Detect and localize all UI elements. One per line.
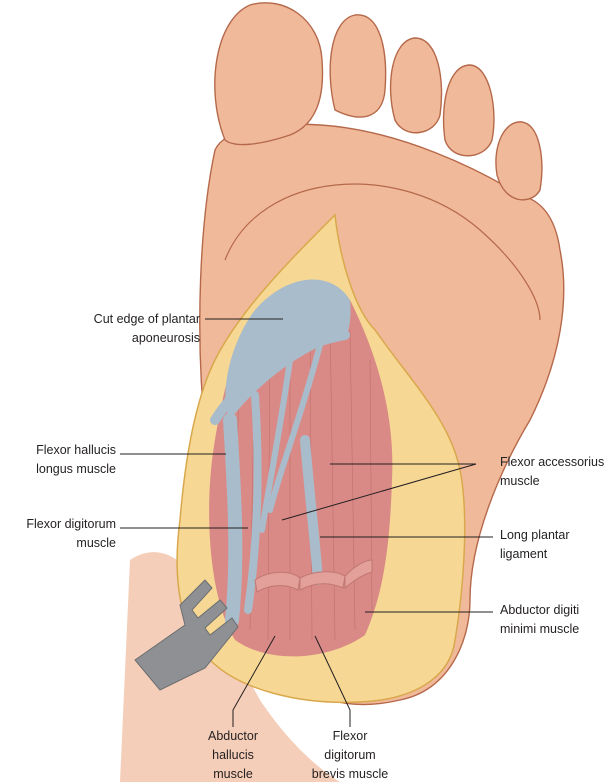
label-line: ligament <box>500 547 548 561</box>
label-cut-edge-plantar-aponeurosis: Cut edge of plantar aponeurosis <box>94 310 200 348</box>
label-long-plantar-ligament: Long plantar ligament <box>500 526 570 564</box>
label-line: aponeurosis <box>131 331 200 345</box>
label-flexor-digitorum-brevis: Flexor digitorum brevis muscle <box>295 727 405 782</box>
label-flexor-accessorius: Flexor accessorius muscle <box>500 453 604 491</box>
ball-crease <box>224 183 541 321</box>
label-line: Flexor hallucis <box>36 443 116 457</box>
third-toe <box>389 37 443 134</box>
label-line: Cut edge of plantar <box>93 312 200 326</box>
label-abductor-hallucis: Abductor hallucis muscle <box>183 727 283 782</box>
label-line: minimi muscle <box>500 622 580 636</box>
label-line: brevis muscle <box>311 767 389 781</box>
big-toe <box>214 2 324 146</box>
label-line: digitorum <box>324 748 376 762</box>
label-line: Flexor accessorius <box>500 455 605 469</box>
muscle-cut-bands <box>254 559 373 593</box>
second-toe <box>329 14 387 118</box>
label-line: Flexor <box>332 729 368 743</box>
label-line: muscle <box>76 536 116 550</box>
fifth-toe <box>495 121 543 201</box>
label-flexor-hallucis-longus: Flexor hallucis longus muscle <box>36 441 116 479</box>
label-line: Long plantar <box>500 528 570 542</box>
label-flexor-digitorum: Flexor digitorum muscle <box>26 515 116 553</box>
label-line: Abductor digiti <box>500 603 580 617</box>
leader-lines <box>120 318 493 727</box>
label-line: Abductor <box>207 729 259 743</box>
label-line: Flexor digitorum <box>26 517 116 531</box>
label-line: hallucis <box>212 748 254 762</box>
label-abductor-digiti-minimi: Abductor digiti minimi muscle <box>500 601 579 639</box>
fourth-toe <box>442 64 495 157</box>
label-line: muscle <box>213 767 253 781</box>
toes <box>214 2 543 201</box>
cut-edge <box>210 330 350 425</box>
retractor <box>134 579 239 691</box>
tendons <box>223 342 323 627</box>
label-line: longus muscle <box>36 462 116 476</box>
label-line: muscle <box>500 474 540 488</box>
